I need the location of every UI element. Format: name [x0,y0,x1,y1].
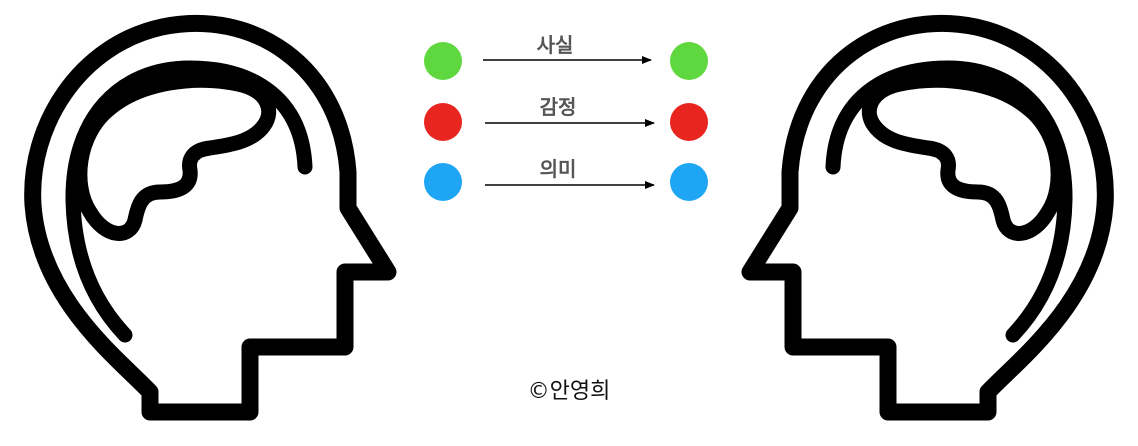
row-emotions: 감정 [424,95,708,141]
right-brain-shape [861,72,1066,241]
label-facts: 사실 [537,33,574,57]
right-head-outline [741,14,1114,421]
row-facts: 사실 [424,33,708,80]
right-dot-meaning [670,163,708,201]
left-dot-facts [424,42,462,80]
copyright-text: ©안영희 [527,379,611,404]
right-head-icon [741,14,1114,421]
left-head-inner-line [65,60,313,343]
right-dot-facts [670,42,708,80]
left-dot-meaning [424,163,462,201]
label-meaning: 의미 [540,157,577,181]
left-head-outline [24,14,397,421]
left-head-icon [24,14,397,421]
left-brain-shape [72,72,277,241]
right-head-inner-line [825,60,1073,343]
label-emotions: 감정 [540,95,577,119]
left-dot-emotions [424,103,462,141]
right-dot-emotions [670,103,708,141]
row-meaning: 의미 [424,157,708,201]
